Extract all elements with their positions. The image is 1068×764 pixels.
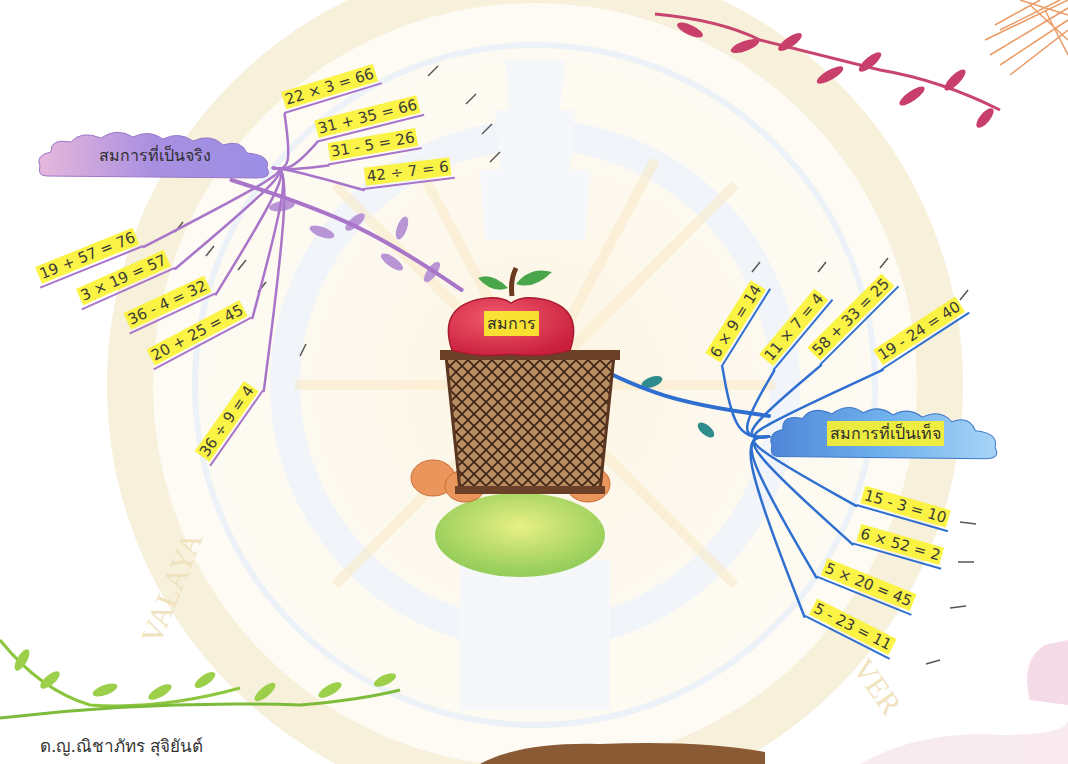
sub-branch — [252, 168, 283, 318]
sub-branch — [144, 168, 280, 247]
sub-branch — [722, 367, 769, 437]
orange-scribble-decoration — [985, 0, 1068, 75]
main-branch — [231, 180, 461, 290]
sub-branch — [747, 371, 774, 437]
topic-text: สมการที่เป็นจริง — [96, 143, 214, 168]
sub-branch — [273, 168, 364, 190]
check-marks — [175, 66, 976, 664]
author-signature: ด.ญ.ณิชาภัทร สุจิยันต์ — [40, 732, 203, 759]
grass-patch — [435, 493, 605, 577]
sub-branch — [273, 114, 288, 169]
red-branch-decoration — [655, 14, 1000, 130]
sub-branch — [752, 437, 817, 578]
sub-branch — [216, 168, 281, 294]
basket-base — [455, 486, 605, 494]
sub-branch — [273, 143, 317, 169]
sub-branch — [264, 168, 285, 391]
central-topic-apple: สมการ — [442, 290, 580, 356]
category-cloud: สมการที่เป็นเท็จ — [769, 405, 1001, 461]
basket-body — [446, 356, 614, 490]
university-seal-watermark — [130, 0, 940, 764]
sub-branch — [751, 437, 805, 617]
category-cloud: สมการที่เป็นจริง — [37, 130, 273, 180]
apple-stem — [478, 268, 552, 296]
sub-branch — [175, 168, 280, 269]
ground-strip-decoration — [480, 743, 765, 764]
green-vine-decoration — [0, 640, 400, 718]
topic-text: สมการ — [484, 311, 539, 336]
topic-text: สมการที่เป็นเท็จ — [827, 421, 944, 446]
